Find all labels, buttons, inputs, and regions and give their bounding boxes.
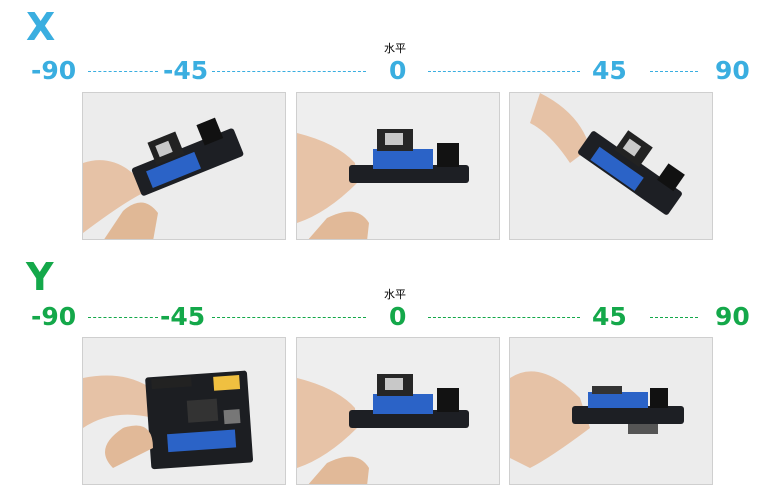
y-dash-4 [650,317,698,318]
y-dash-2 [212,317,366,318]
y-photo-neg45 [82,337,286,485]
board-photo-image [83,338,285,484]
x-photo-zero [296,92,500,240]
x-dash-3 [428,71,580,72]
x-tick-neg90: -90 [31,56,77,85]
y-tick-pos90: 90 [715,302,750,331]
x-tick-neg45: -45 [163,56,209,85]
board-photo-image [297,93,499,239]
x-axis-letter: X [26,5,56,49]
x-tick-pos90: 90 [715,56,750,85]
y-dash-3 [428,317,580,318]
y-tick-neg90: -90 [31,302,77,331]
x-dash-4 [650,71,698,72]
y-photo-pos45 [509,337,713,485]
board-photo-image [510,338,712,484]
y-tick-zero: 0 [389,302,407,331]
y-tick-neg45: -45 [160,302,206,331]
x-dash-2 [212,71,366,72]
board-photo-image [510,93,712,239]
x-scale: -90 -45 0 45 90 [0,56,773,90]
x-tick-zero: 0 [389,56,407,85]
y-level-label: 水平 [384,288,406,301]
y-dash-1 [88,317,158,318]
board-photo-image [83,93,285,239]
y-scale: -90 -45 0 45 90 [0,302,773,336]
x-photo-neg45 [82,92,286,240]
y-axis-letter: Y [26,255,54,299]
x-level-label: 水平 [384,42,406,55]
y-photo-zero [296,337,500,485]
x-tick-pos45: 45 [592,56,627,85]
board-photo-image [297,338,499,484]
y-tick-pos45: 45 [592,302,627,331]
x-dash-1 [88,71,158,72]
x-photo-pos45 [509,92,713,240]
